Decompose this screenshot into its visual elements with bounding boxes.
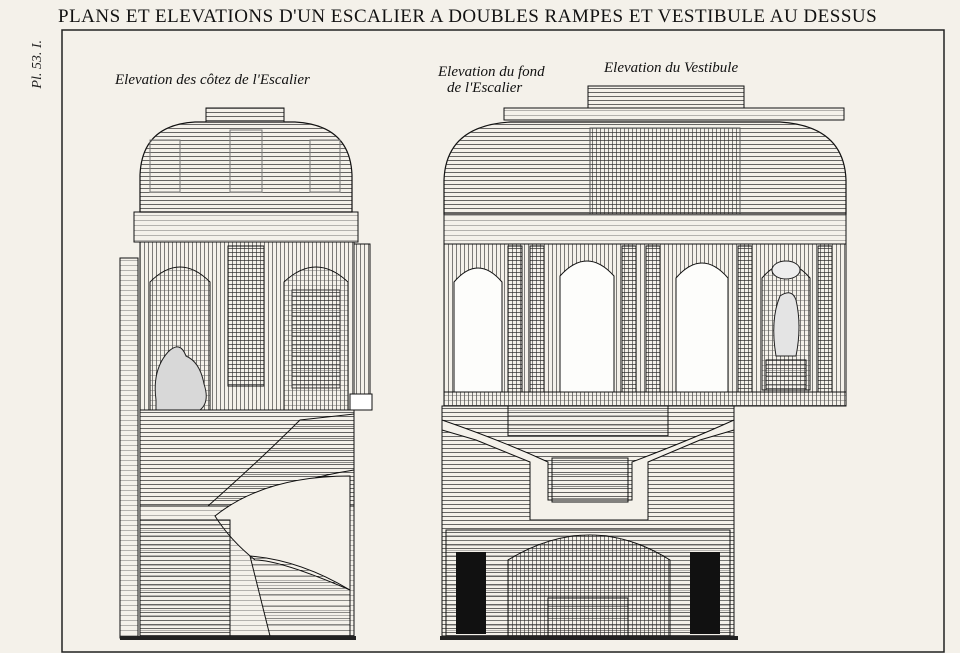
plate-title: PLANS ET ELEVATIONS D'UN ESCALIER A DOUB… (58, 6, 878, 27)
plate-border (61, 29, 945, 653)
caption-vestibule-elevation: Elevation du Vestibule (604, 60, 739, 76)
caption-rear-elevation-line1: Elevation du fond (438, 64, 545, 80)
rear-and-vestibule-elevation-drawing (440, 85, 847, 640)
caption-rear-elevation-line2: de l'Escalier (447, 80, 523, 96)
side-elevation-drawing (119, 107, 373, 640)
caption-side-elevation: Elevation des côtez de l'Escalier (115, 72, 310, 88)
